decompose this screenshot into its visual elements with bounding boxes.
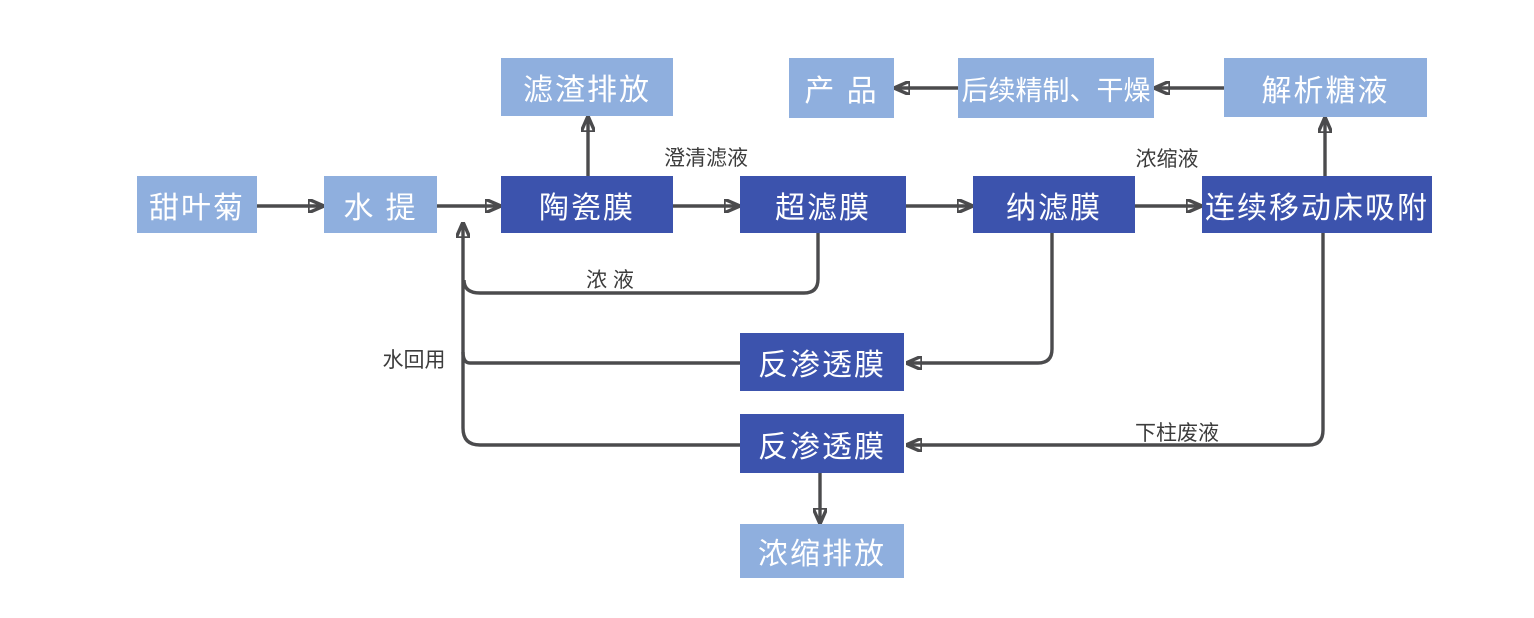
node-product: 产 品 <box>789 58 894 118</box>
line-nanofiltration-to-ro1 <box>908 233 1054 363</box>
node-stevia: 甜叶菊 <box>137 176 257 233</box>
edge-label-clarified-filtrate: 澄清滤液 <box>664 147 748 170</box>
node-reverse-osmosis-1: 反渗透膜 <box>740 333 904 391</box>
edge-label-water-reuse: 水回用 <box>382 349 446 372</box>
edge-label-concentrate: 浓 液 <box>586 269 634 292</box>
line-water-reuse-trunk <box>463 224 740 447</box>
line-ultrafiltration-concentrate-return <box>462 233 820 295</box>
node-residue-discharge: 滤渣排放 <box>501 58 673 116</box>
node-water-extract: 水 提 <box>324 176 437 233</box>
node-concentrate-discharge: 浓缩排放 <box>740 524 904 578</box>
node-desorbed-syrup: 解析糖液 <box>1224 58 1427 117</box>
node-reverse-osmosis-2: 反渗透膜 <box>740 414 904 473</box>
line-ro1-to-trunk <box>461 351 740 365</box>
node-refine-dry: 后续精制、干燥 <box>958 58 1154 118</box>
line-smb-to-ro2 <box>908 233 1325 445</box>
node-ceramic-membrane: 陶瓷膜 <box>501 176 673 233</box>
node-nanofiltration-membrane: 纳滤膜 <box>973 176 1135 233</box>
edge-label-concentrated-liquid: 浓缩液 <box>1135 148 1199 171</box>
node-ultrafiltration-membrane: 超滤膜 <box>740 176 906 233</box>
node-smb-adsorption: 连续移动床吸附 <box>1202 176 1432 233</box>
edge-label-column-waste: 下柱废液 <box>1135 422 1219 445</box>
